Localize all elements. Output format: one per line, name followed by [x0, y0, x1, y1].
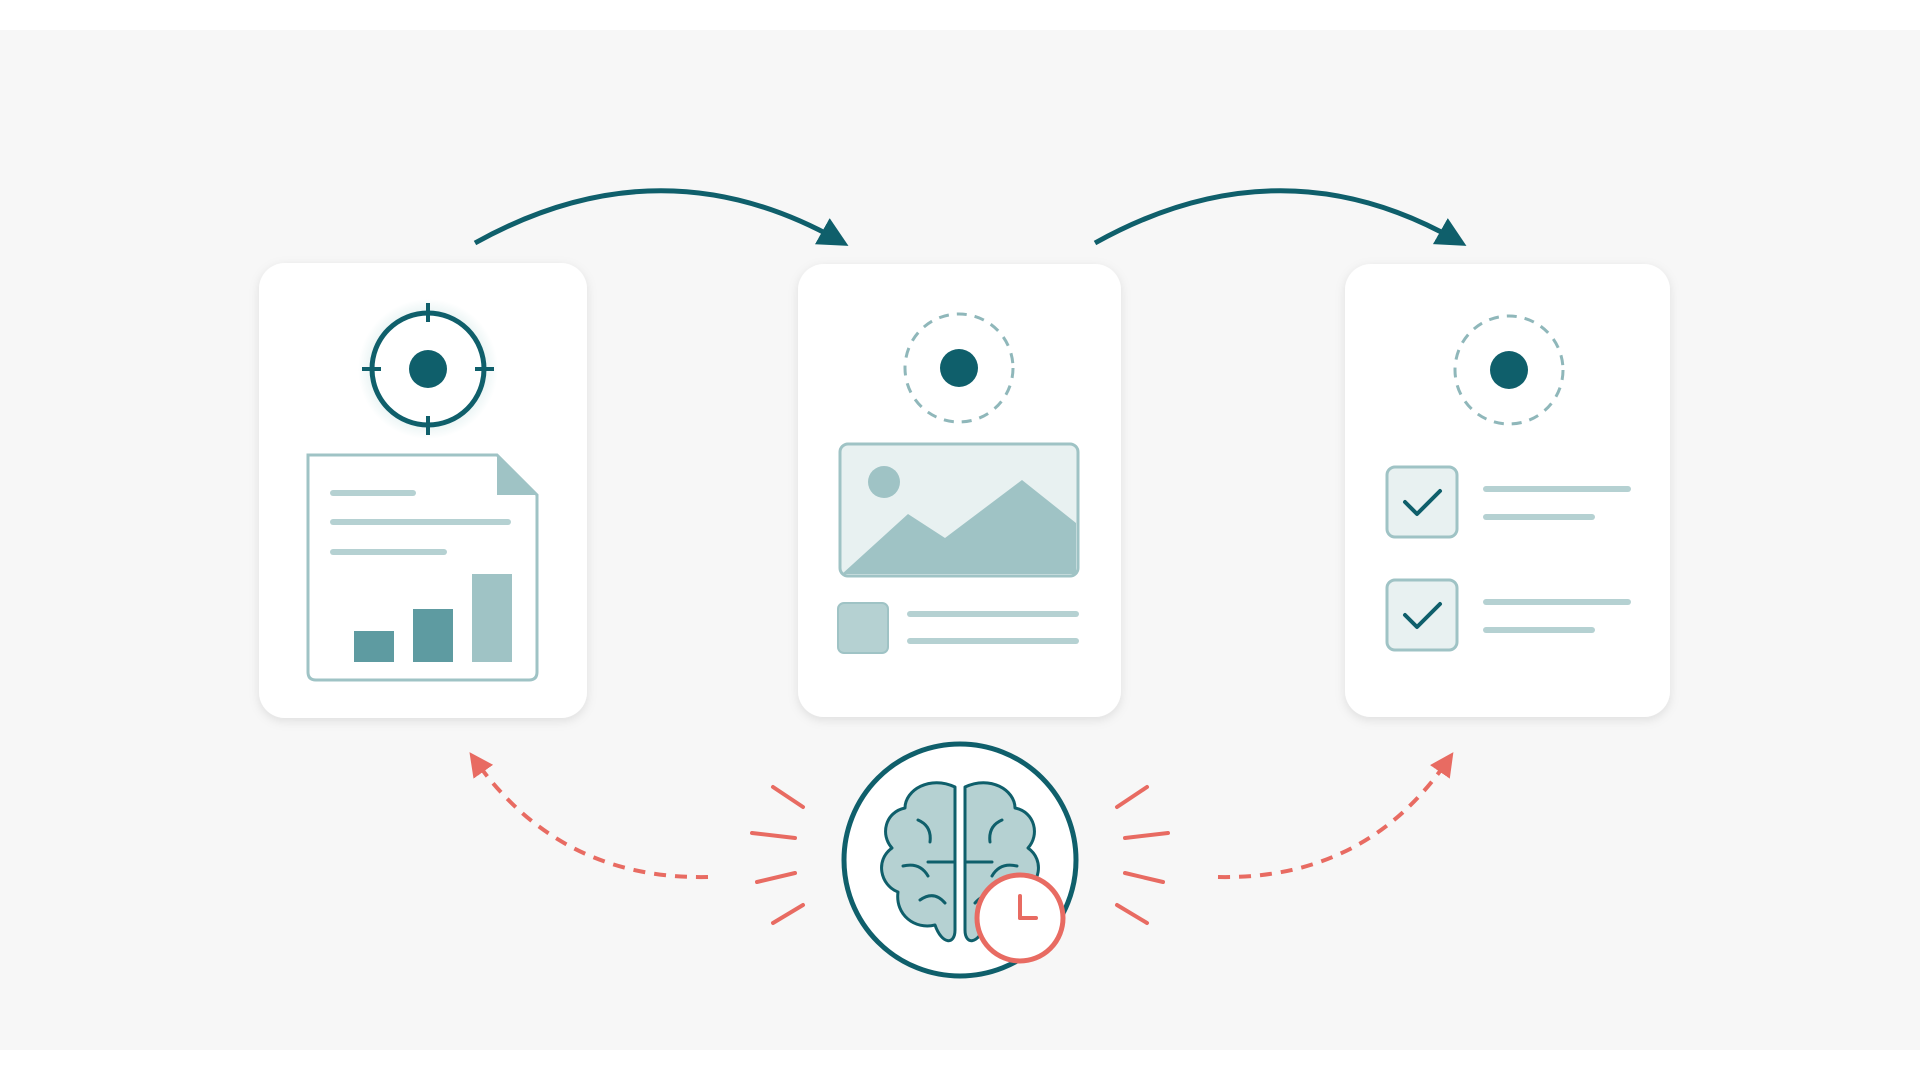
- checkbox-checked-icon: [1385, 578, 1459, 652]
- brain-interruption: [841, 741, 1079, 979]
- crosshair-target-icon: [358, 299, 498, 439]
- flow-arrow-1: [473, 188, 849, 246]
- checklist-item: [1385, 465, 1631, 539]
- image-placeholder-icon: [838, 442, 1080, 578]
- media-caption-row: [837, 602, 1079, 654]
- checklist: [1385, 465, 1631, 652]
- checkmark-icon: [1403, 489, 1442, 516]
- flow-arrow-2: [1093, 188, 1467, 246]
- stress-lines-right: [1115, 785, 1170, 925]
- checkbox-checked-icon: [1385, 465, 1459, 539]
- report-bar: [472, 574, 512, 662]
- checklist-item: [1385, 578, 1631, 652]
- report-bar: [354, 631, 394, 662]
- report-bar-group: [354, 574, 512, 662]
- checkmark-icon: [1403, 602, 1442, 629]
- report-bar: [413, 609, 453, 662]
- card-image: [798, 264, 1121, 717]
- bar-chart-document-icon: [306, 453, 539, 682]
- clock-icon: [974, 872, 1066, 964]
- switch-arrow-right: [1217, 752, 1454, 880]
- dashed-focus-icon: [1453, 314, 1565, 426]
- card-checklist: [1345, 264, 1670, 717]
- dashed-focus-icon: [903, 312, 1015, 424]
- switch-arrow-left: [469, 752, 709, 880]
- stress-lines-left: [750, 785, 805, 925]
- card-report: [259, 263, 587, 718]
